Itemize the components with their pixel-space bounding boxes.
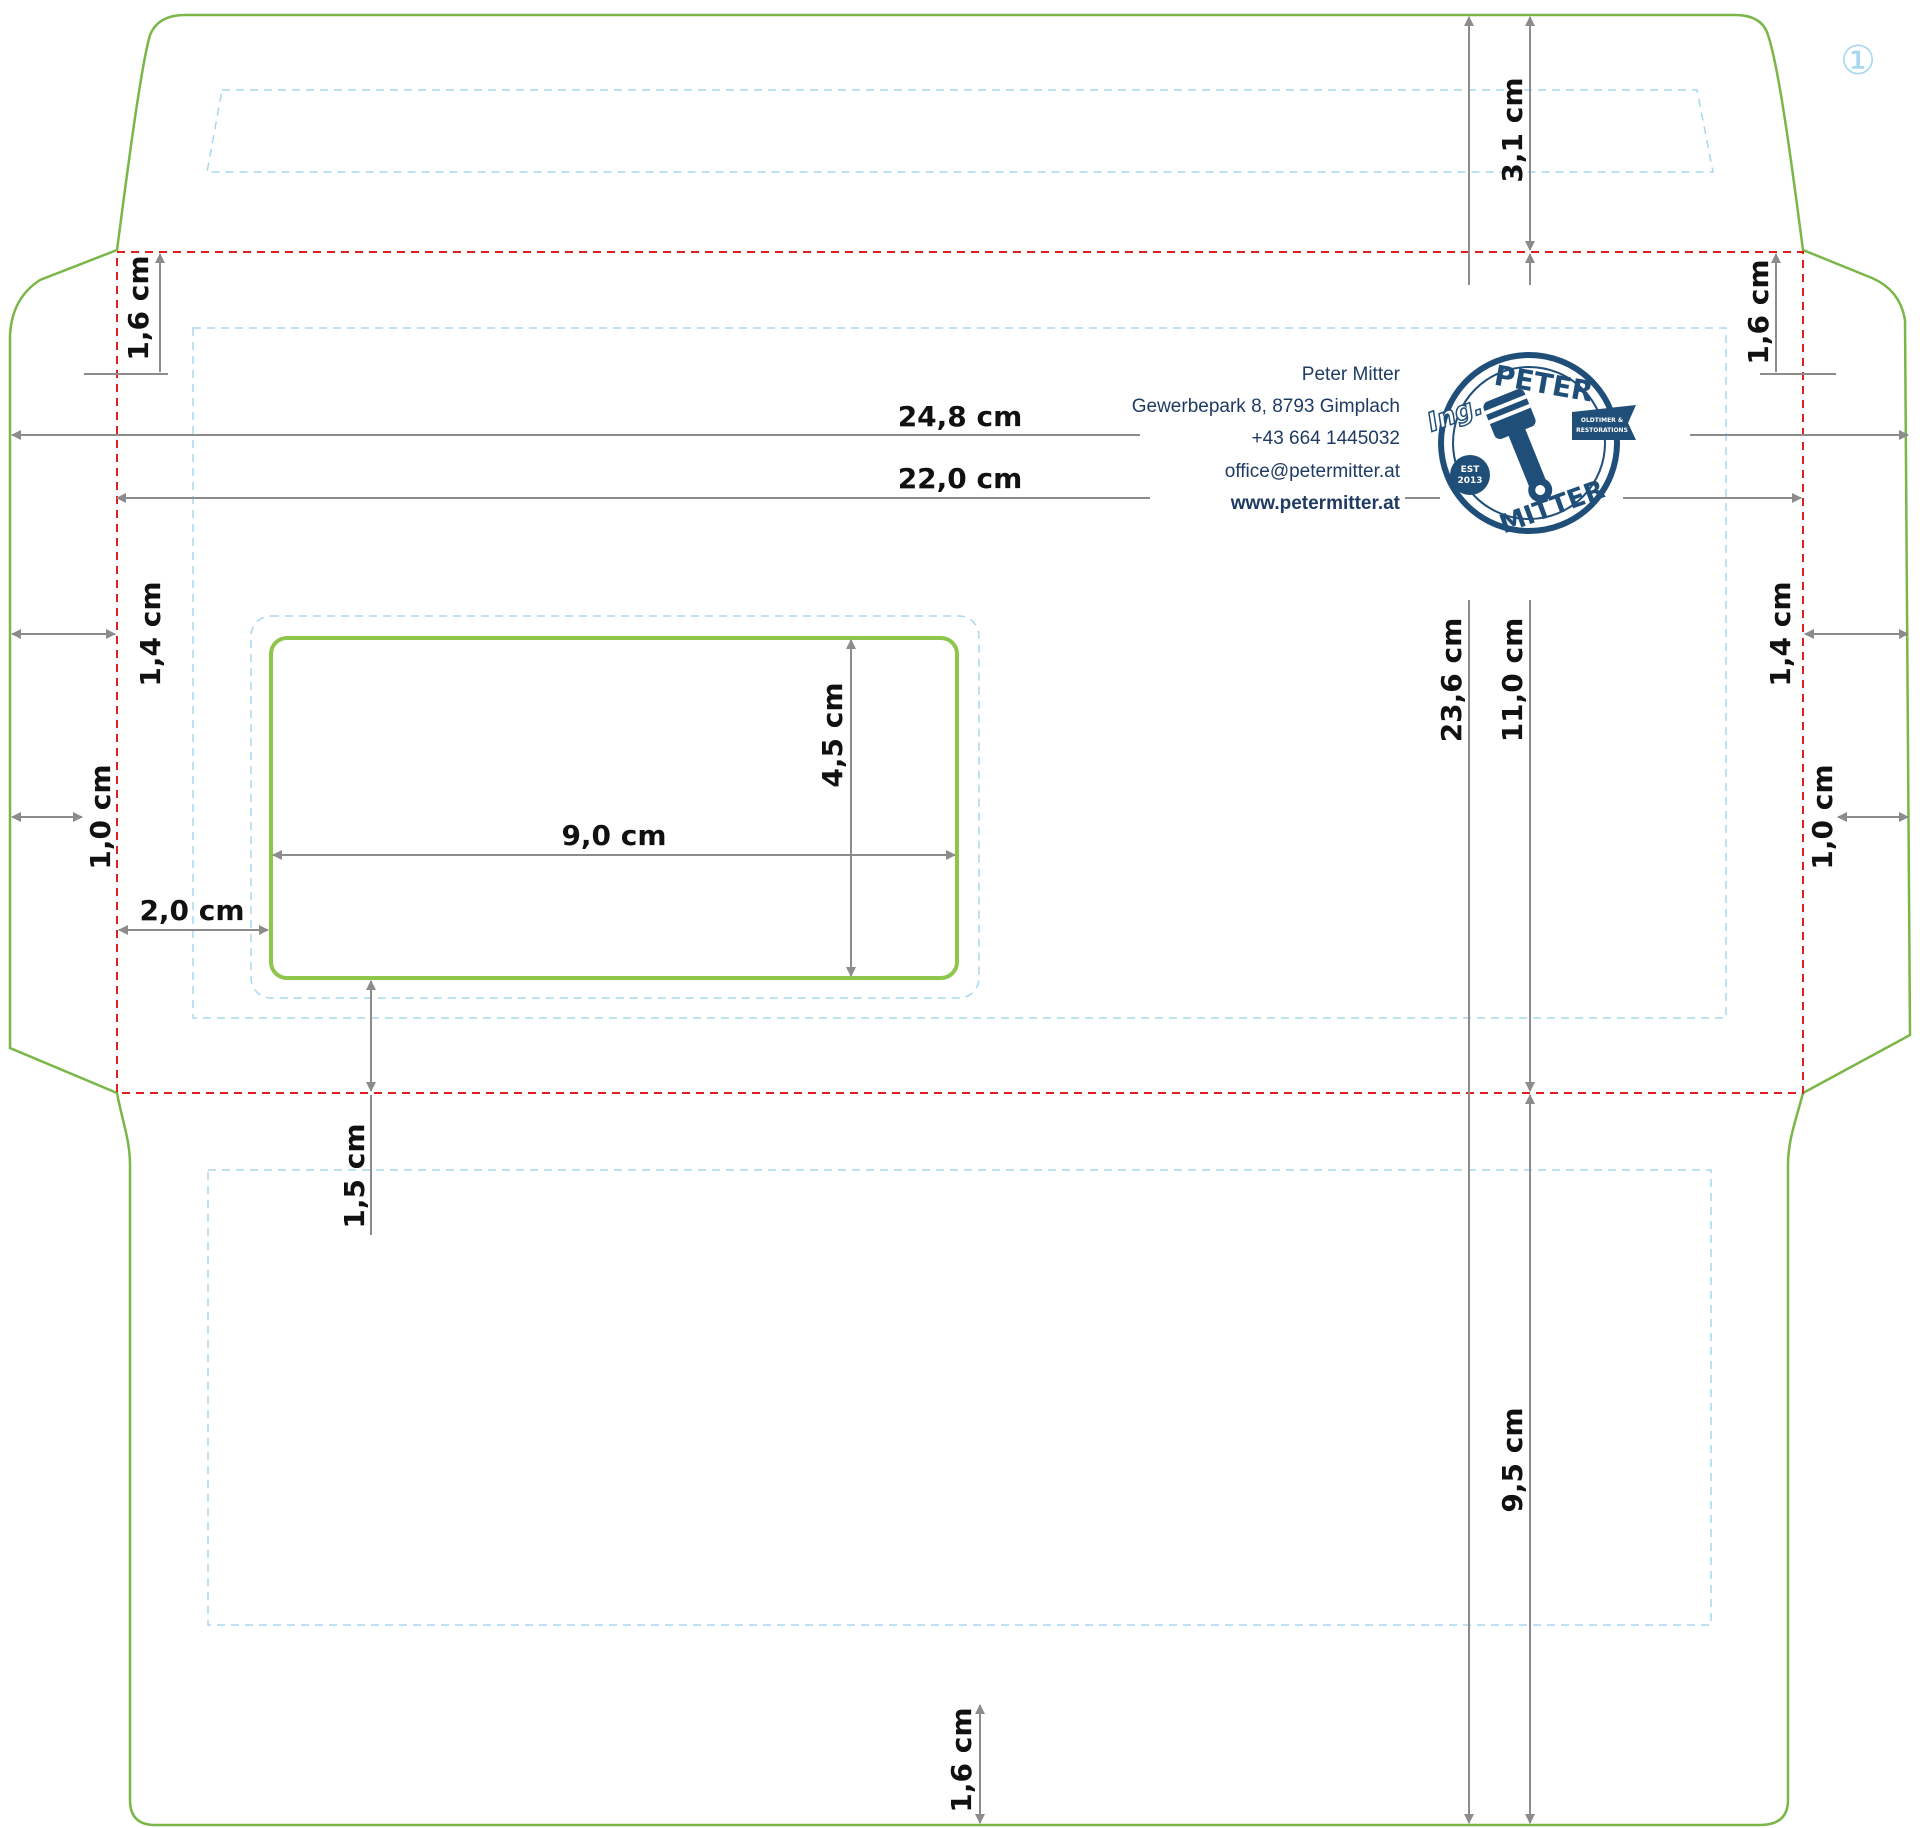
page-number: ①: [1840, 38, 1876, 84]
label-top-flap: 3,1 cm: [1496, 77, 1529, 182]
bottom-flap-safe-area: [207, 1169, 1712, 1626]
fold-line: [116, 251, 1804, 1094]
label-total-width: 24,8 cm: [898, 400, 1023, 433]
logo-ribbon: [1572, 405, 1636, 440]
label-front-height: 11,0 cm: [1496, 618, 1529, 743]
label-window-bottom-margin: 1,5 cm: [338, 1123, 371, 1228]
logo-ribbon-line1: OLDTIMER &: [1581, 417, 1623, 424]
top-flap-safe-area: [206, 89, 1714, 173]
sender-phone: +43 664 1445032: [1252, 428, 1400, 449]
address-window: [269, 636, 959, 980]
label-side-bottom-left: 1,0 cm: [84, 764, 117, 869]
logo-est-label: EST: [1461, 465, 1481, 475]
label-window-left-margin: 2,0 cm: [139, 894, 244, 927]
label-top-side-right: 1,6 cm: [1742, 259, 1775, 364]
label-side-flap-right: 1,4 cm: [1764, 581, 1797, 686]
sender-email: office@petermitter.at: [1225, 461, 1401, 482]
label-inner-width: 22,0 cm: [898, 462, 1023, 495]
company-logo: OLDTIMER & RESTORATIONS PETER MITTER Ing…: [1423, 347, 1636, 540]
label-top-side-left: 1,6 cm: [122, 255, 155, 360]
window-safe-area: [250, 615, 980, 999]
logo-est-year: 2013: [1457, 476, 1482, 486]
label-window-width: 9,0 cm: [561, 819, 666, 852]
sender-address: Gewerbepark 8, 8793 Gimplach: [1132, 396, 1400, 417]
label-window-height: 4,5 cm: [816, 682, 849, 787]
label-bottom-margin: 1,6 cm: [945, 1707, 978, 1812]
label-side-flap-left: 1,4 cm: [134, 581, 167, 686]
label-bottom-flap: 9,5 cm: [1496, 1407, 1529, 1512]
label-total-height: 23,6 cm: [1435, 618, 1468, 743]
piston-icon: [1483, 389, 1553, 503]
sender-web: www.petermitter.at: [1230, 493, 1401, 514]
label-side-bottom-right: 1,0 cm: [1806, 764, 1839, 869]
logo-ribbon-line2: RESTORATIONS: [1576, 427, 1628, 434]
envelope-cut-outline: [8, 13, 1912, 1827]
sender-name: Peter Mitter: [1302, 364, 1401, 385]
front-safe-area: [192, 327, 1727, 1019]
